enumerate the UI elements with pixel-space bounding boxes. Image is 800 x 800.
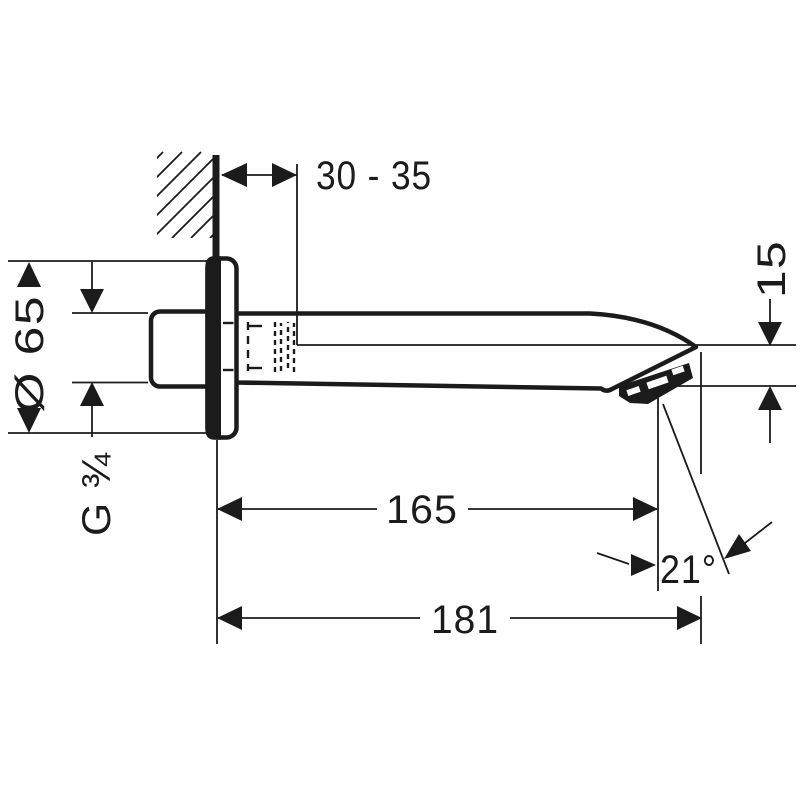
thread-size-label: G ¾ [75,452,119,536]
spout-body [231,311,699,393]
tip-drop-label: 15 [750,240,794,298]
dimension-wall-distance: 30 - 35 [221,154,432,198]
wall-distance-label: 30 - 35 [316,154,432,198]
flange-diameter-label: Ø 65 [8,295,52,413]
overall-length-label: 181 [431,598,499,642]
dimension-flange-diameter: Ø 65 [8,262,52,433]
outlet-angle-label: 21° [660,548,717,592]
dimension-outlet-angle: 21° [596,521,773,592]
mounting-flange [205,256,239,440]
aerator-outlet [619,363,693,404]
dimension-overall-length: 181 [217,598,702,642]
dimension-tip-drop: 15 [750,240,794,443]
reach-label: 165 [386,488,458,532]
hidden-detail-lines [246,322,296,372]
wall-hatching [157,151,214,238]
dimension-thread: G ¾ [75,262,119,536]
extension-lines [8,164,796,644]
dimension-reach: 165 [217,488,658,532]
